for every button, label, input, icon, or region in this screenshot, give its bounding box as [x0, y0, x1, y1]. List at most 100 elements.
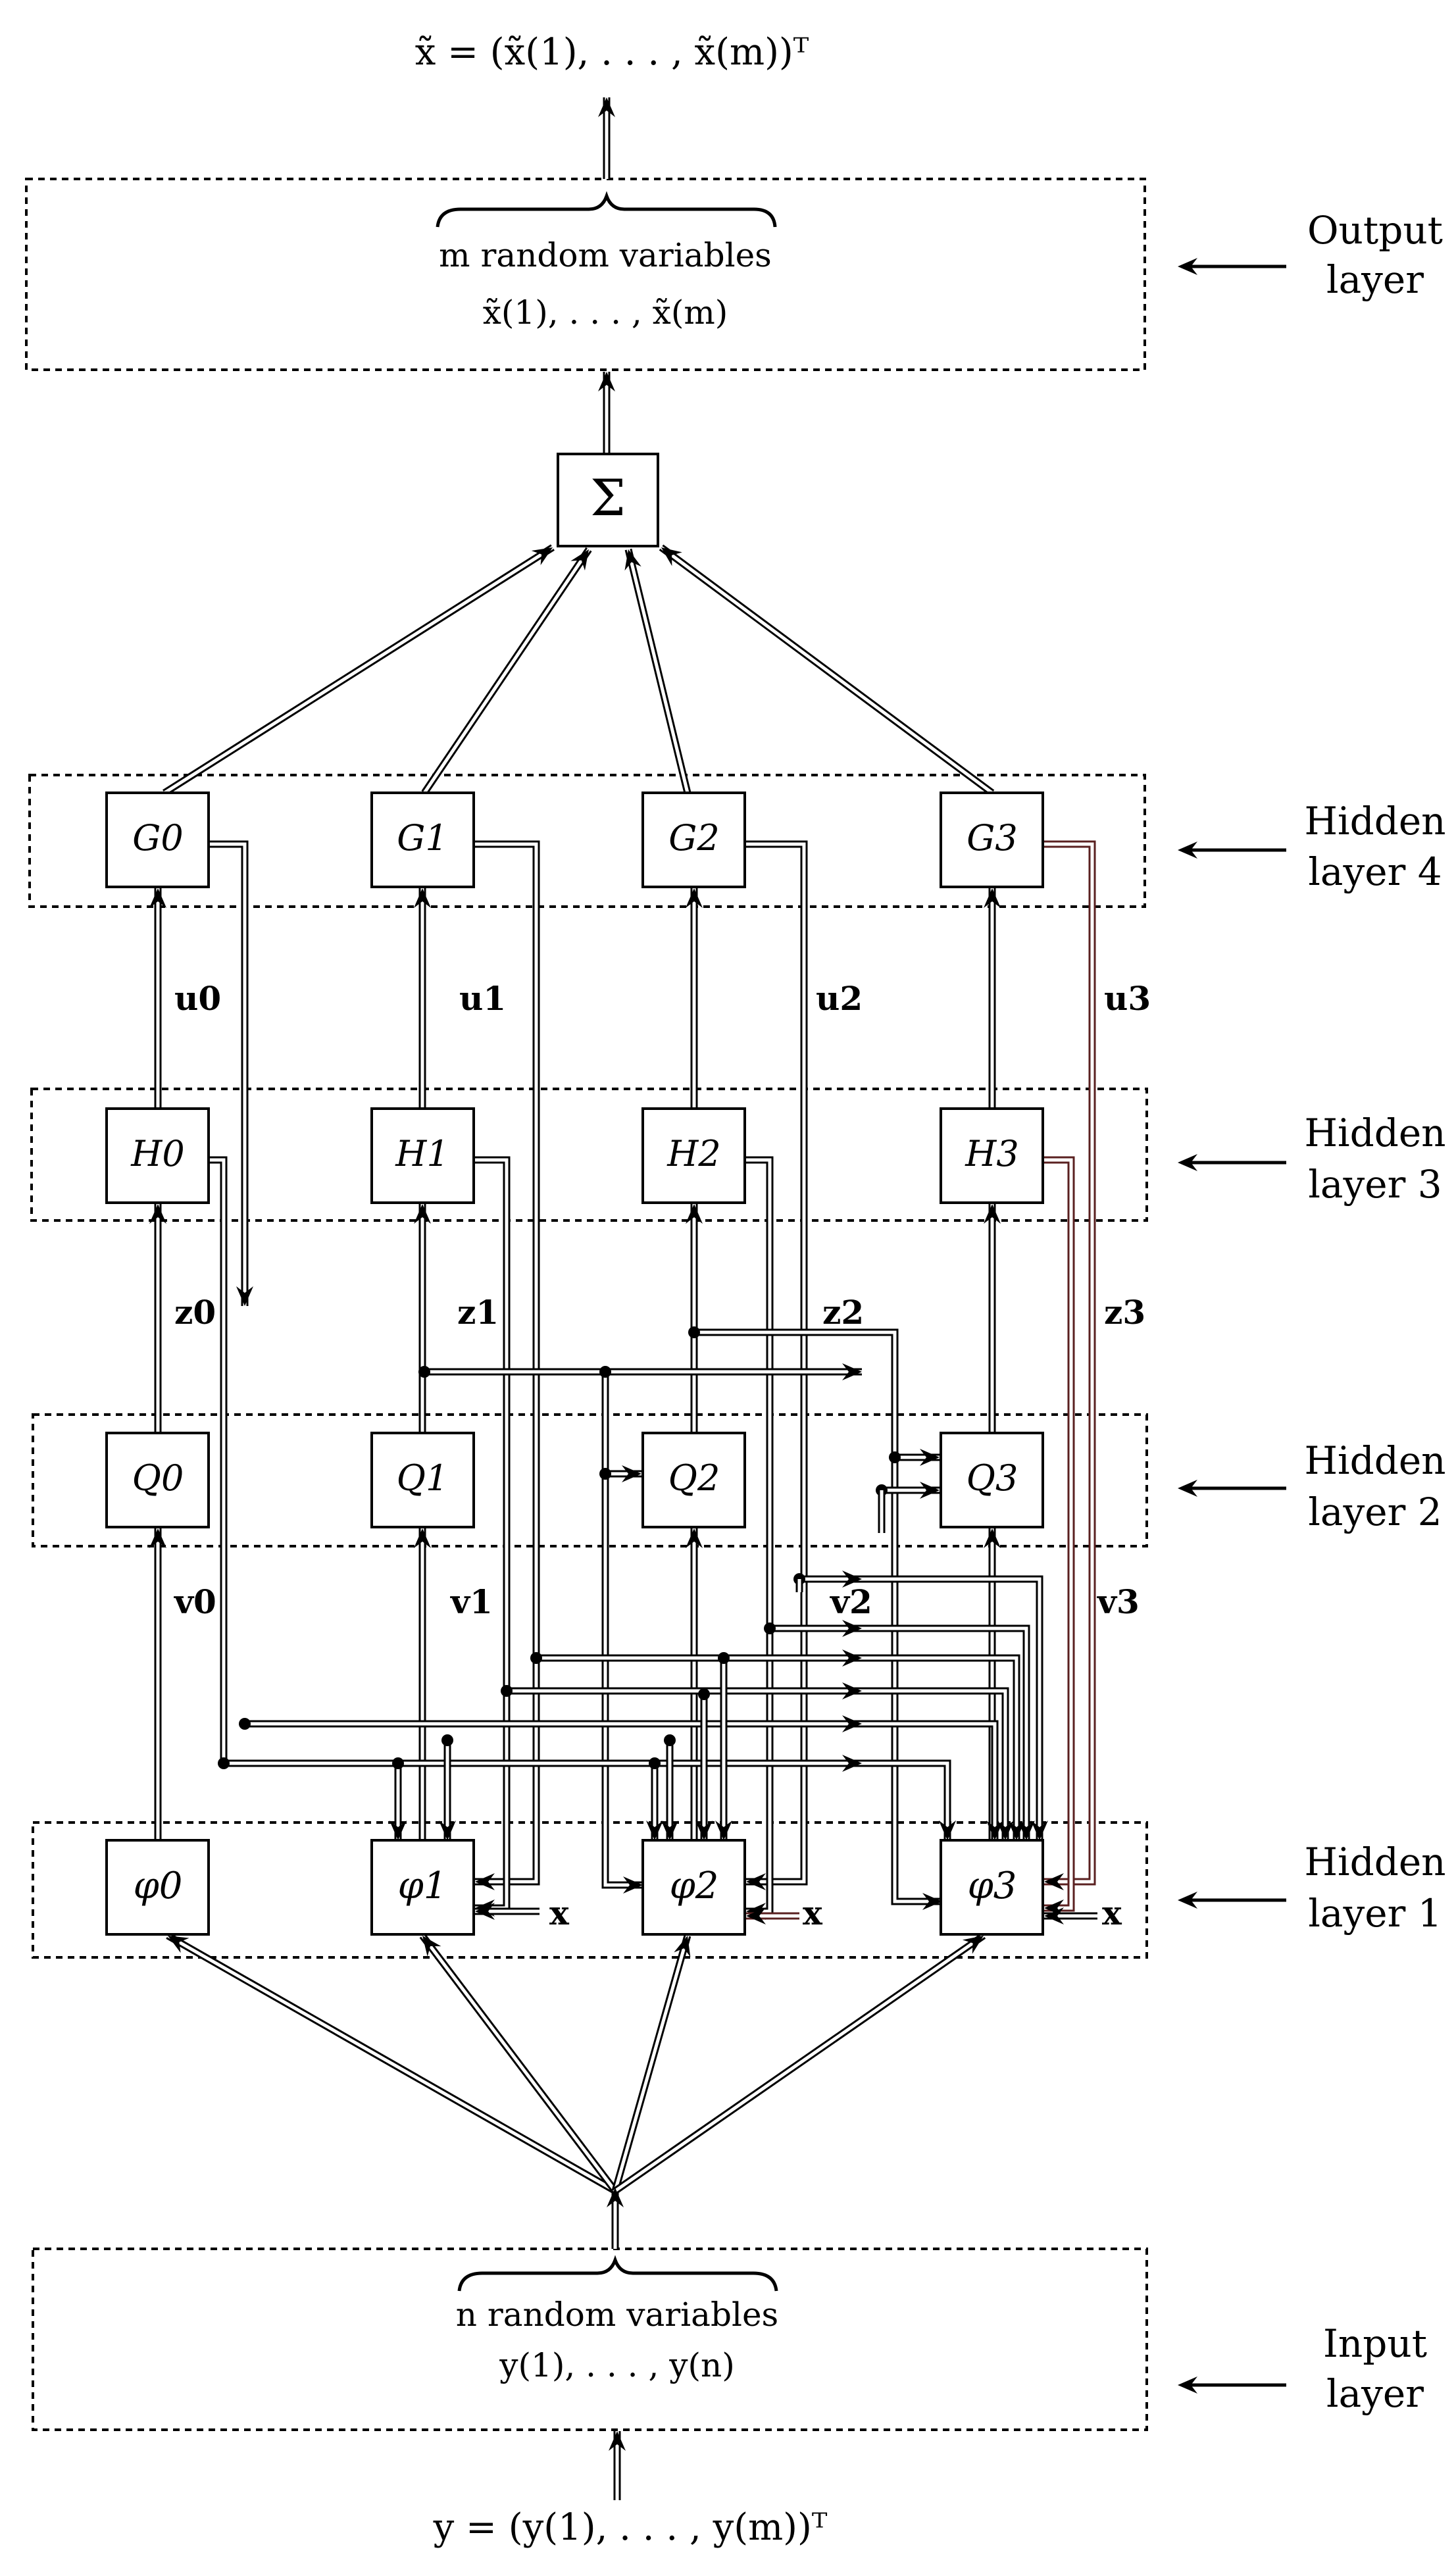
bus-h2-b-inner — [862, 1626, 1028, 1840]
wire-z-up-3-arrowhead — [984, 1204, 1001, 1224]
wire-v3-arrowhead — [984, 1528, 1001, 1548]
output-section: x̃ = (x̃(1), . . . , x̃(m))ᵀ m random va… — [415, 31, 809, 332]
input-vars: y(1), . . . , y(n) — [499, 2346, 734, 2384]
bus-v2-a-arrowhead — [842, 1571, 862, 1588]
input-layer-box — [32, 2248, 1148, 2431]
svg-text:Input: Input — [1323, 2321, 1427, 2366]
node-q3: Q3 — [940, 1432, 1044, 1528]
svg-text:G1: G1 — [397, 817, 448, 859]
svg-text:G2: G2 — [668, 817, 720, 859]
bus-h0-b-inner — [862, 1761, 949, 1840]
node-phi2: φ2 — [641, 1839, 746, 1936]
wire-g3-to-sum-inner — [660, 545, 993, 795]
junction-z2-q3 — [889, 1451, 901, 1463]
node-g1: G1 — [370, 792, 475, 888]
wire-fan-phi2-arrowhead — [674, 1936, 691, 1957]
side-label-hidden-layer-4: Hidden layer 4 — [1304, 799, 1445, 894]
drop-phi2-c-arrowhead — [695, 1821, 713, 1840]
phi-nodes: φ0 φ1 φ2 φ3 — [105, 1839, 1044, 1936]
wire-g1-to-sum-arrowhead — [570, 549, 589, 571]
wire-output-to-result-arrowhead — [598, 97, 615, 117]
hidden-layer-2-box — [32, 1413, 1148, 1547]
wire-h1-down — [474, 1156, 511, 1912]
svg-text:Hidden: Hidden — [1304, 799, 1445, 843]
side-arrow-head-5 — [1178, 2376, 1197, 2394]
bus-h2-a-arrowhead — [842, 1620, 862, 1637]
label-u0: u0 — [174, 979, 221, 1018]
wire-fan-phi1-inner — [421, 1934, 616, 2192]
node-h1: H1 — [370, 1107, 475, 1204]
svg-text:Q1: Q1 — [397, 1457, 449, 1499]
wire-g2-down-inner — [745, 842, 806, 1884]
wire-fan-phi3-arrowhead — [962, 1936, 984, 1954]
wire-x-phi3-arrowhead — [1044, 1907, 1064, 1924]
node-phi1: φ1 — [370, 1839, 475, 1936]
node-phi3: φ3 — [940, 1839, 1044, 1936]
svg-text:Q0: Q0 — [132, 1457, 184, 1499]
label-v2: v2 — [830, 1582, 872, 1621]
bus-g0-b-arrowhead — [986, 1821, 1003, 1840]
label-u1: u1 — [459, 979, 506, 1018]
svg-text:H3: H3 — [965, 1133, 1018, 1174]
wire-h0-down-inner — [209, 1158, 949, 1840]
wire-z2b-to-q3-arrowhead — [920, 1482, 940, 1499]
svg-text:φ3: φ3 — [968, 1865, 1017, 1907]
wire-v1-arrowhead — [414, 1528, 431, 1548]
node-g2: G2 — [641, 792, 746, 888]
junction-drop-phi1-a — [392, 1757, 404, 1769]
wire-z1-to-phi2-arrowhead — [623, 1876, 643, 1894]
wire-h0-down — [209, 1156, 951, 1840]
wire-z1-to-phi2 — [601, 1372, 643, 1889]
junction-drop-phi2-d — [718, 1652, 730, 1664]
drop-phi2-b-arrowhead — [661, 1821, 678, 1840]
wire-g0-down-inner — [209, 842, 247, 1306]
wire-z2-bus-arrowhead — [922, 1893, 942, 1910]
wire-z2-to-q3-arrowhead — [920, 1449, 940, 1466]
label-z1: z1 — [457, 1293, 499, 1332]
side-arrow-head-2 — [1178, 1154, 1197, 1171]
wire-h3-down — [1043, 1156, 1075, 1912]
wire-v0-arrowhead — [149, 1528, 166, 1548]
wire-g3-down-arrowhead — [1044, 1873, 1064, 1890]
node-h3: H3 — [940, 1107, 1044, 1204]
svg-text:φ1: φ1 — [398, 1865, 447, 1907]
wire-h2-down — [745, 1156, 774, 1915]
bus-g1-junction — [530, 1652, 542, 1664]
hidden-layer-4-box — [28, 774, 1146, 908]
wire-fan-phi1-arrowhead — [422, 1936, 441, 1957]
drop-phi2-d-arrowhead — [715, 1821, 732, 1840]
side-label-input-layer: Input layer — [1323, 2321, 1427, 2416]
svg-text:Hidden: Hidden — [1304, 1840, 1445, 1884]
label-v1: v1 — [450, 1582, 493, 1621]
label-z3: z3 — [1104, 1293, 1145, 1332]
node-g0: G0 — [105, 792, 210, 888]
junction-z1b — [599, 1366, 611, 1378]
wire-u1-arrowhead — [414, 888, 431, 908]
svg-text:layer: layer — [1326, 257, 1424, 302]
wire-x-phi1-arrowhead — [475, 1903, 495, 1920]
junction-drop-phi2-a — [649, 1757, 661, 1769]
wire-g2-down-arrowhead — [746, 1873, 766, 1890]
wire-u0-arrowhead — [149, 888, 166, 908]
wire-fan-phi3-inner — [614, 1934, 985, 2193]
label-v0: v0 — [174, 1582, 216, 1621]
output-formula: x̃ = (x̃(1), . . . , x̃(m))ᵀ — [415, 31, 809, 74]
label-u3: u3 — [1104, 979, 1151, 1018]
wire-h2-down-inner — [745, 1158, 772, 1913]
bus-g1-b-arrowhead — [1008, 1821, 1025, 1840]
label-u2: u2 — [816, 979, 863, 1018]
node-h2: H2 — [641, 1107, 746, 1204]
node-q1: Q1 — [370, 1432, 475, 1528]
wire-u2-arrowhead — [686, 888, 703, 908]
node-q0: Q0 — [105, 1432, 210, 1528]
label-v3: v3 — [1097, 1582, 1140, 1621]
label-x2: x — [803, 1894, 823, 1932]
svg-text:layer: layer — [1326, 2371, 1424, 2416]
bus-g1-b-inner — [862, 1656, 1018, 1840]
side-arrow-head-1 — [1178, 842, 1197, 859]
bus-h1-b-inner — [862, 1689, 1007, 1840]
svg-text:H2: H2 — [666, 1133, 720, 1174]
h-nodes: H0 H1 H2 H3 — [105, 1107, 1044, 1204]
junction-z1-q2 — [599, 1468, 611, 1480]
